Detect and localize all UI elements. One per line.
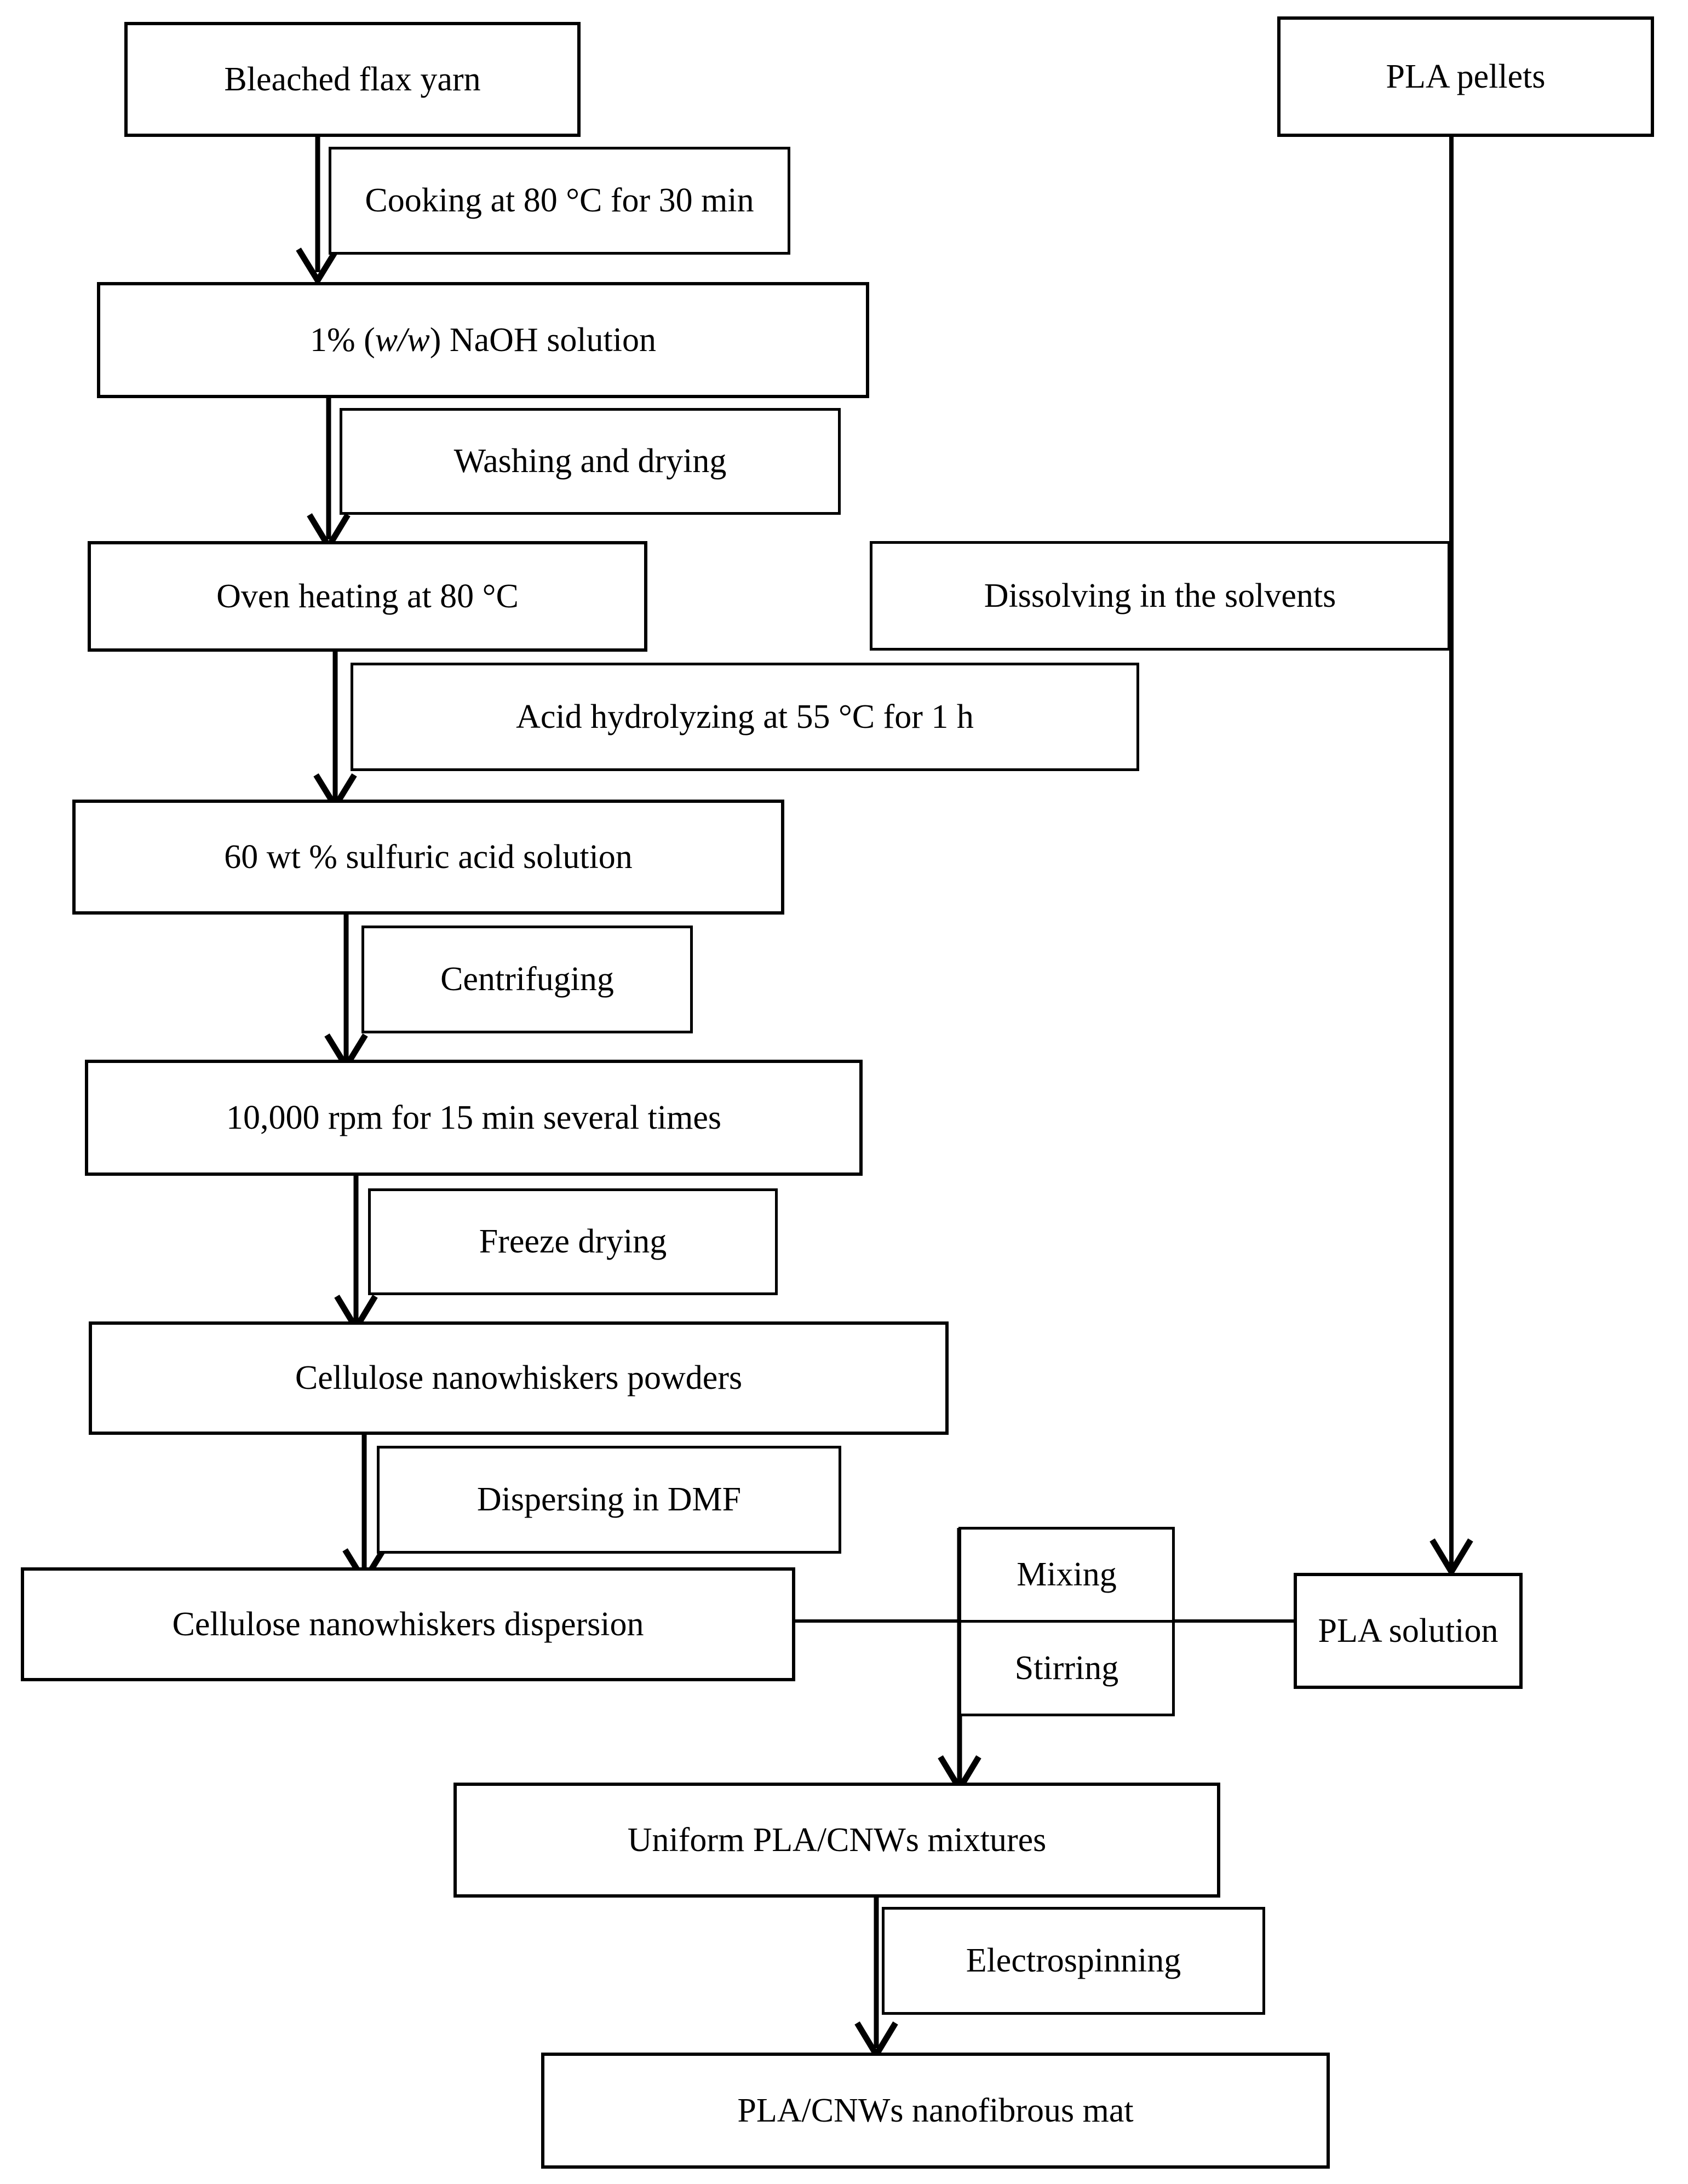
node-label-uniform-mixtures: Uniform PLA/CNWs mixtures: [627, 1821, 1047, 1859]
node-label-rpm-times: 10,000 rpm for 15 min several times: [226, 1099, 721, 1136]
node-label-electrospinning: Electrospinning: [966, 1942, 1181, 1980]
node-label-cnw-powders: Cellulose nanowhiskers powders: [295, 1359, 743, 1397]
node-label-nanofibrous-mat: PLA/CNWs nanofibrous mat: [737, 2091, 1134, 2129]
node-label-freeze-drying: Freeze drying: [479, 1223, 667, 1261]
node-mixing[interactable]: Mixing: [958, 1527, 1175, 1623]
node-washing-drying[interactable]: Washing and drying: [340, 408, 841, 515]
node-label-centrifuging: Centrifuging: [440, 961, 614, 998]
node-label-washing-drying: Washing and drying: [453, 442, 727, 480]
naoh-prefix: 1% (: [309, 321, 375, 359]
node-sulfuric-acid-solution[interactable]: 60 wt % sulfuric acid solution: [72, 800, 784, 915]
node-label-sulfuric-acid-solution: 60 wt % sulfuric acid solution: [224, 838, 633, 876]
node-pla-solution[interactable]: PLA solution: [1294, 1573, 1523, 1689]
node-label-dispersing-dmf: Dispersing in DMF: [476, 1481, 742, 1519]
node-nanofibrous-mat[interactable]: PLA/CNWs nanofibrous mat: [541, 2053, 1330, 2169]
naoh-italic-ww: w/w: [375, 321, 430, 359]
node-rpm-times[interactable]: 10,000 rpm for 15 min several times: [85, 1060, 863, 1176]
node-label-oven-heating: Oven heating at 80 °C: [216, 577, 519, 615]
node-cnw-dispersion[interactable]: Cellulose nanowhiskers dispersion: [21, 1567, 795, 1681]
arrowhead-pellets-to-solution: [1429, 1538, 1473, 1578]
node-cnw-powders[interactable]: Cellulose nanowhiskers powders: [89, 1321, 949, 1435]
node-uniform-mixtures[interactable]: Uniform PLA/CNWs mixtures: [453, 1783, 1220, 1898]
node-dispersing-dmf[interactable]: Dispersing in DMF: [377, 1446, 841, 1554]
arrowhead-flax-to-naoh: [296, 248, 340, 286]
node-pla-pellets[interactable]: PLA pellets: [1277, 16, 1654, 137]
node-label-cooking: Cooking at 80 °C for 30 min: [365, 182, 754, 220]
node-label-naoh-solution: 1% (w/w) NaOH solution: [310, 321, 656, 359]
node-label-pla-pellets: PLA pellets: [1386, 58, 1546, 95]
node-naoh-solution[interactable]: 1% (w/w) NaOH solution: [97, 282, 869, 398]
node-dissolving-solvents[interactable]: Dissolving in the solvents: [870, 541, 1450, 651]
node-oven-heating[interactable]: Oven heating at 80 °C: [88, 541, 647, 652]
node-centrifuging[interactable]: Centrifuging: [361, 926, 693, 1033]
node-electrospinning[interactable]: Electrospinning: [882, 1907, 1265, 2015]
node-label-pla-solution: PLA solution: [1318, 1612, 1498, 1650]
naoh-suffix: ) NaOH solution: [429, 321, 657, 359]
node-label-dissolving-solvents: Dissolving in the solvents: [984, 577, 1336, 614]
node-acid-hydrolyzing[interactable]: Acid hydrolyzing at 55 °C for 1 h: [351, 663, 1139, 771]
node-label-mixing: Mixing: [1017, 1556, 1117, 1594]
node-label-bleached-flax-yarn: Bleached flax yarn: [224, 60, 481, 98]
node-bleached-flax-yarn[interactable]: Bleached flax yarn: [124, 22, 581, 137]
node-freeze-drying[interactable]: Freeze drying: [368, 1188, 778, 1295]
node-cooking[interactable]: Cooking at 80 °C for 30 min: [329, 147, 790, 255]
node-label-cnw-dispersion: Cellulose nanowhiskers dispersion: [172, 1605, 644, 1643]
node-label-acid-hydrolyzing: Acid hydrolyzing at 55 °C for 1 h: [516, 698, 974, 735]
node-label-stirring: Stirring: [1014, 1649, 1119, 1687]
node-stirring[interactable]: Stirring: [958, 1620, 1175, 1716]
